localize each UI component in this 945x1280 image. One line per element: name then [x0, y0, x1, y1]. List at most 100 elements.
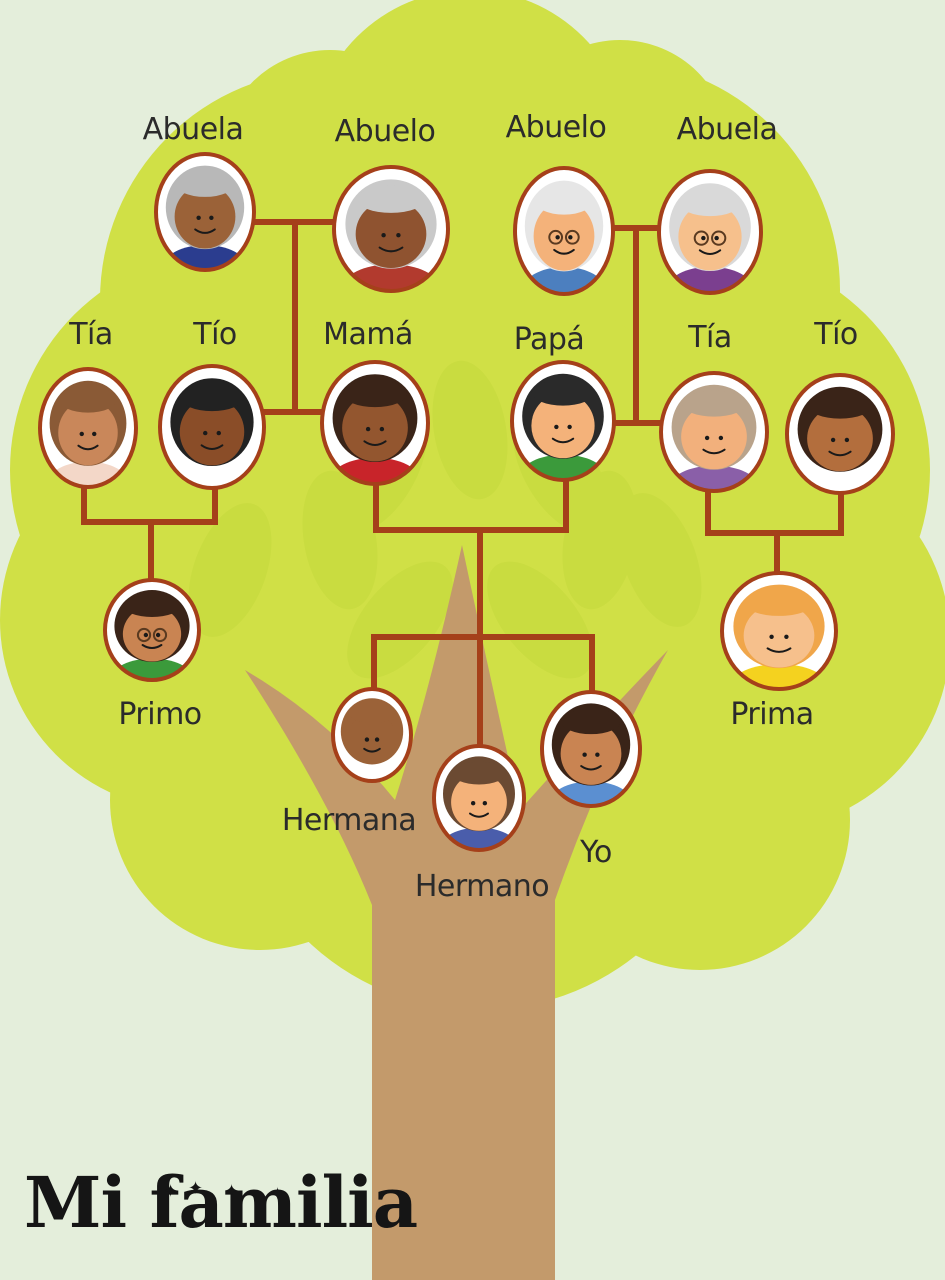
- face-shape: [533, 201, 595, 271]
- smile-shape: [702, 448, 726, 455]
- leaf-shape: [487, 561, 593, 679]
- smile-shape: [469, 812, 489, 818]
- shirt-shape: [342, 264, 440, 291]
- sparkle-icon: ✦: [163, 1181, 179, 1202]
- eye-shape: [374, 737, 380, 742]
- connector-line: [373, 479, 569, 533]
- hair-fringe-shape: [180, 384, 244, 412]
- eye-shape: [143, 632, 149, 638]
- label-hermano: Hermano: [414, 869, 550, 904]
- face-shape: [560, 722, 622, 785]
- portrait-tia1: [38, 367, 138, 489]
- portrait-papa: [510, 360, 616, 482]
- face-shape: [681, 404, 747, 470]
- face-shape: [174, 184, 236, 249]
- smile-shape: [766, 647, 792, 653]
- eye-shape: [595, 752, 600, 757]
- eye-shape: [784, 634, 789, 639]
- smile-shape: [553, 248, 575, 255]
- eye-shape: [769, 634, 774, 639]
- portrait-frame: [320, 360, 430, 486]
- portrait-frame: [332, 165, 450, 293]
- shirt-shape: [338, 761, 406, 781]
- portrait-frame: [540, 690, 642, 808]
- smile-shape: [378, 246, 404, 253]
- face-shape: [743, 603, 815, 668]
- hair-fringe-shape: [532, 379, 594, 406]
- page-title: Mi familia: [24, 1161, 418, 1244]
- leaf-shape: [302, 470, 378, 610]
- glasses-icon: [136, 627, 152, 643]
- portrait-prima: [720, 571, 838, 691]
- eye-shape: [582, 752, 587, 757]
- label-papa: Papá: [513, 322, 585, 357]
- eye-shape: [470, 801, 476, 806]
- label-yo: Yo: [580, 835, 612, 870]
- portrait-frame: [158, 364, 266, 490]
- face-shape: [179, 398, 245, 466]
- portrait-tio2: [785, 373, 895, 495]
- smile-shape: [363, 440, 387, 446]
- eye-shape: [830, 437, 836, 443]
- glasses-icon: [711, 230, 727, 246]
- smile-shape: [194, 228, 216, 234]
- label-abuela-paternal: Abuela: [142, 112, 244, 147]
- portrait-frame: [154, 152, 256, 272]
- portrait-yo: [540, 690, 642, 808]
- shirt-shape: [440, 827, 518, 850]
- hair-fringe-shape: [348, 702, 396, 724]
- shirt-shape: [47, 461, 129, 487]
- eye-shape: [216, 430, 221, 436]
- eye-shape: [844, 437, 850, 443]
- shirt-shape: [163, 245, 247, 270]
- connector-line: [371, 634, 595, 700]
- eye-shape: [381, 233, 386, 238]
- eye-shape: [155, 632, 161, 638]
- glasses-icon: [564, 229, 580, 245]
- portrait-hermana: [331, 687, 413, 783]
- eye-shape: [701, 235, 706, 241]
- smile-shape: [580, 765, 602, 771]
- shirt-shape: [549, 781, 633, 806]
- label-primo: Primo: [118, 697, 202, 732]
- eye-shape: [704, 435, 710, 441]
- hair-fringe-shape: [175, 171, 235, 197]
- shirt-shape: [519, 454, 607, 480]
- face-shape: [678, 203, 742, 271]
- hair-fringe-shape: [744, 590, 814, 616]
- portrait-frame: [103, 578, 201, 682]
- hair-fringe-shape: [356, 185, 426, 213]
- shirt-shape: [329, 457, 421, 484]
- smile-shape: [828, 450, 852, 457]
- hair-fringe-shape: [534, 186, 594, 215]
- hair-fringe-shape: [123, 595, 181, 617]
- portrait-abuelo1: [332, 165, 450, 293]
- portrait-mama: [320, 360, 430, 486]
- hair-fringe-shape: [452, 761, 506, 785]
- sparkle-icon: ✦: [270, 1184, 286, 1205]
- label-mama: Mamá: [323, 317, 413, 352]
- tree-connectors: [81, 219, 844, 751]
- eye-shape: [196, 215, 201, 220]
- portrait-tio1: [158, 364, 266, 490]
- portrait-abuelo2: [513, 166, 615, 296]
- glasses-icon: [152, 627, 168, 643]
- face-shape: [342, 394, 408, 462]
- eye-shape: [482, 801, 488, 806]
- label-prima: Prima: [730, 697, 814, 732]
- sparkle-icon: ✦: [188, 1178, 204, 1199]
- glasses-icon: [693, 230, 709, 246]
- smile-shape: [698, 249, 722, 255]
- label-abuelo-maternal: Abuelo: [505, 110, 607, 145]
- portrait-frame: [331, 687, 413, 783]
- leaf-shape: [618, 493, 702, 627]
- portrait-frame: [38, 367, 138, 489]
- leaf-shape: [188, 503, 272, 637]
- eye-shape: [718, 435, 724, 441]
- shirt-shape: [167, 461, 257, 488]
- portrait-frame: [720, 571, 838, 691]
- smile-shape: [200, 444, 224, 450]
- smile-shape: [141, 644, 163, 649]
- smile-shape: [363, 747, 381, 753]
- face-shape: [807, 406, 873, 472]
